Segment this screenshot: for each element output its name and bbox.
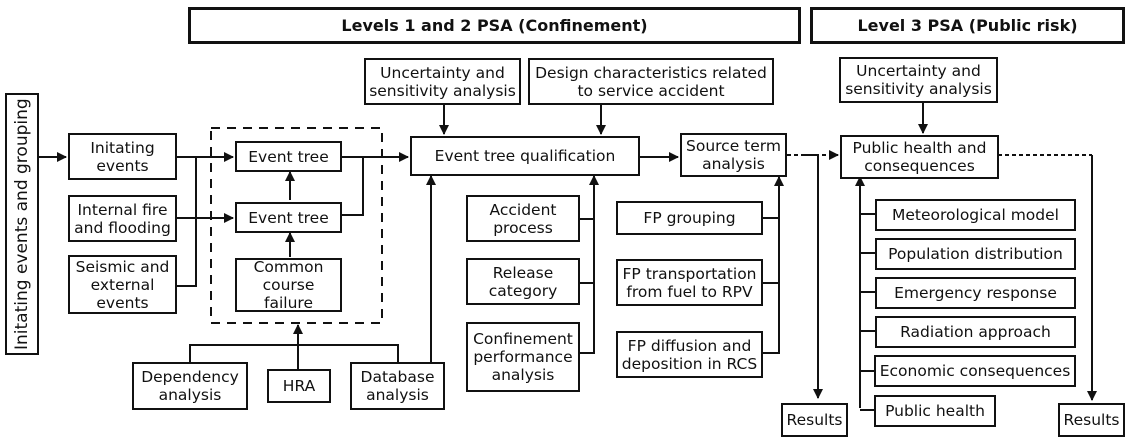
fp-transportation-box: FP transportation from fuel to RPV bbox=[616, 259, 763, 306]
level3-input-emergency: Emergency response bbox=[875, 277, 1076, 309]
hra-box: HRA bbox=[267, 369, 331, 403]
fp-diffusion-box: FP diffusion and deposition in RCS bbox=[616, 331, 763, 378]
level3-input-radiation: Radiation approach bbox=[875, 316, 1076, 348]
level3-input-meteorological: Meteorological model bbox=[875, 199, 1076, 231]
event-tree-mid-box: Event tree bbox=[235, 202, 342, 233]
side-label-initiating-events: Initating events and grouping bbox=[5, 93, 39, 355]
event-tree-qualification-box: Event tree qualification bbox=[410, 136, 640, 176]
database-analysis-box: Database analysis bbox=[350, 362, 445, 410]
initiating-events-box: Initating events bbox=[68, 133, 177, 180]
level3-input-economic: Economic consequences bbox=[874, 355, 1076, 387]
accident-process-box: Accident process bbox=[466, 195, 580, 242]
results-box-l3: Results bbox=[1058, 403, 1125, 437]
level3-input-population: Population distribution bbox=[875, 238, 1076, 270]
confinement-performance-box: Confinement performance analysis bbox=[466, 322, 580, 392]
fp-grouping-box: FP grouping bbox=[616, 201, 763, 235]
design-characteristics-box: Design characteristics related to servic… bbox=[528, 58, 774, 105]
common-cause-failure-box: Common course failure bbox=[235, 258, 342, 312]
event-tree-top-box: Event tree bbox=[235, 141, 342, 172]
results-box-l12: Results bbox=[781, 403, 848, 437]
uncertainty-analysis-box-l12: Uncertainty and sensitivity analysis bbox=[364, 58, 521, 105]
header-level-1-2: Levels 1 and 2 PSA (Confinement) bbox=[188, 7, 801, 44]
seismic-box: Seismic and external events bbox=[68, 255, 177, 314]
event-tree-group-frame bbox=[210, 127, 383, 324]
public-health-consequences-box: Public health and consequences bbox=[840, 135, 999, 179]
internal-fire-box: Internal fire and flooding bbox=[68, 195, 177, 242]
release-category-box: Release category bbox=[466, 258, 580, 305]
level3-input-public-health: Public health bbox=[874, 395, 996, 427]
source-term-analysis-box: Source term analysis bbox=[680, 133, 787, 177]
dependency-analysis-box: Dependency analysis bbox=[132, 362, 248, 410]
uncertainty-analysis-box-l3: Uncertainty and sensitivity analysis bbox=[839, 57, 998, 103]
header-level-3: Level 3 PSA (Public risk) bbox=[810, 7, 1125, 44]
